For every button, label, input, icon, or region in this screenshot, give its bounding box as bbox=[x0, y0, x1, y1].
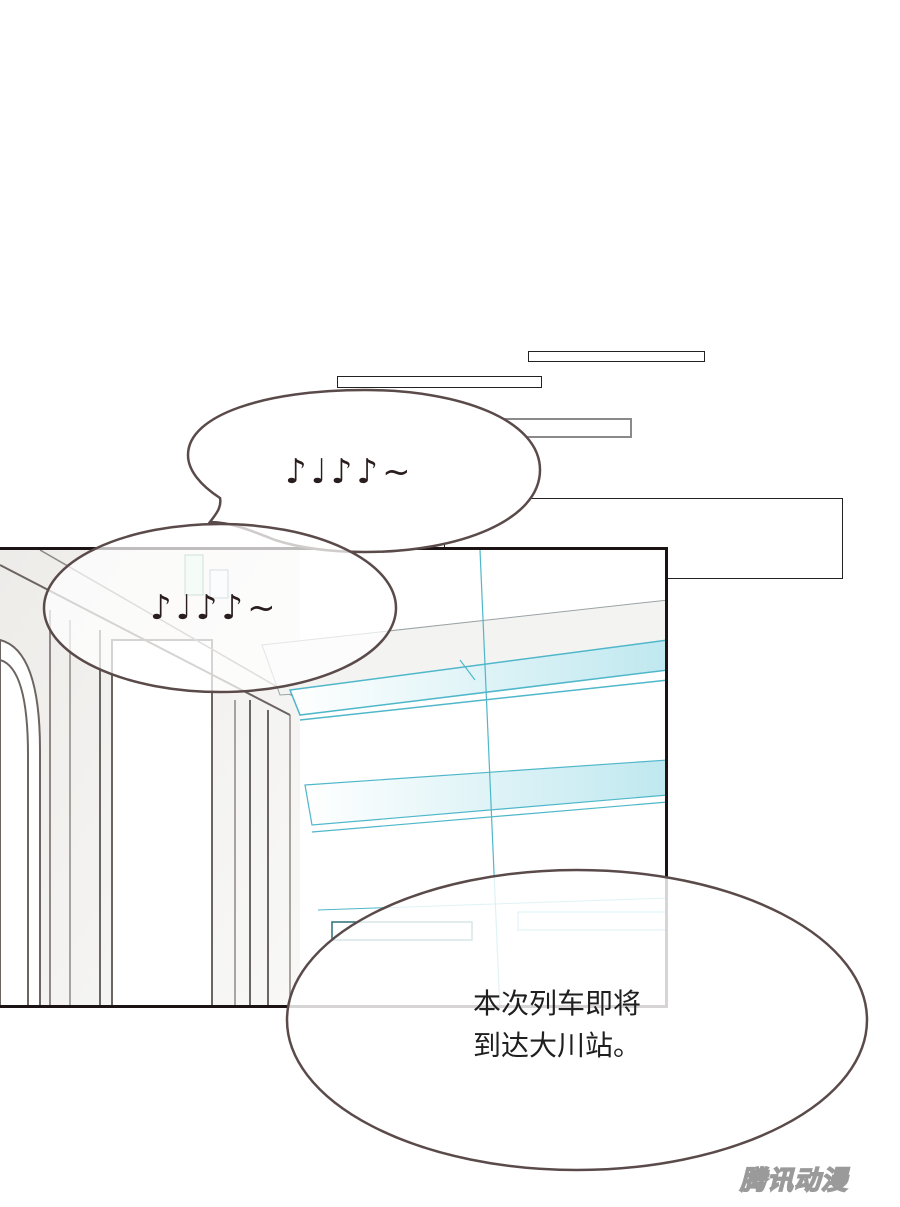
caption-box-1 bbox=[528, 351, 705, 362]
train-interior-panel bbox=[0, 547, 668, 1008]
caption-box-2 bbox=[337, 376, 542, 388]
humming-notes-top: ♪♩♪♪~ bbox=[285, 452, 415, 492]
train-announcement-text: 本次列车即将 到达大川站。 bbox=[473, 987, 642, 1062]
humming-notes-middle: ♪♩♪♪~ bbox=[150, 588, 280, 628]
caption-box-3 bbox=[455, 418, 632, 438]
tencent-comics-watermark: 腾讯动漫 bbox=[739, 1165, 849, 1197]
train-interior-illustration bbox=[0, 550, 665, 1005]
